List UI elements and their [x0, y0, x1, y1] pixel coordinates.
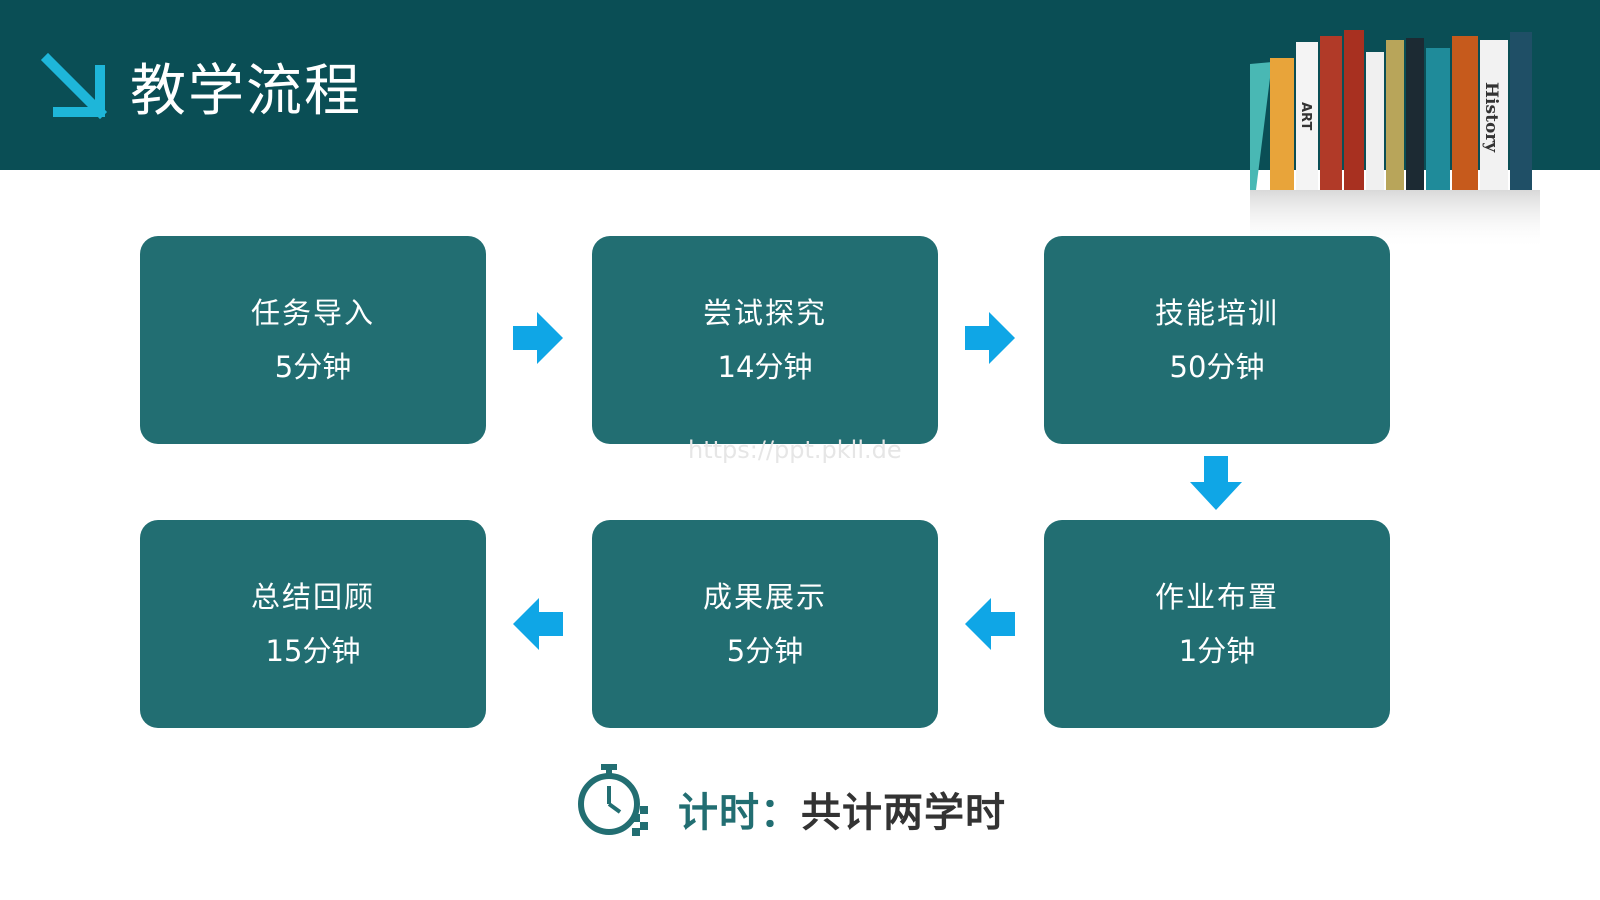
step-box-2: 尝试探究 14分钟: [592, 236, 938, 444]
watermark-text: https://ppt.pkll.de: [688, 436, 902, 464]
step-box-4: 作业布置 1分钟: [1044, 520, 1390, 728]
stopwatch-icon: [578, 764, 648, 836]
footer-summary: 计时：共计两学时: [678, 788, 1006, 838]
step-title: 成果展示: [702, 580, 827, 614]
book-label-art: ART: [1298, 102, 1313, 130]
bookshelf-illustration: ART History: [1250, 30, 1540, 250]
arrow-right-icon: [965, 312, 1015, 364]
step-time: 1分钟: [1178, 634, 1256, 668]
step-title: 尝试探究: [702, 296, 827, 330]
step-time: 50分钟: [1169, 350, 1265, 384]
step-time: 15分钟: [265, 634, 361, 668]
footer-value: 共计两学时: [801, 790, 1006, 836]
arrow-down-right-icon: [40, 52, 108, 120]
step-box-3: 技能培训 50分钟: [1044, 236, 1390, 444]
arrow-right-icon: [513, 312, 563, 364]
page-title: 教学流程: [130, 59, 362, 124]
arrow-down-icon: [1190, 456, 1242, 510]
step-box-5: 成果展示 5分钟: [592, 520, 938, 728]
step-box-6: 总结回顾 15分钟: [140, 520, 486, 728]
step-time: 14分钟: [717, 350, 813, 384]
step-time: 5分钟: [274, 350, 352, 384]
step-title: 技能培训: [1154, 296, 1279, 330]
book-label-history: History: [1481, 82, 1501, 153]
step-title: 任务导入: [250, 296, 375, 330]
step-title: 作业布置: [1154, 580, 1279, 614]
arrow-left-icon: [513, 598, 563, 650]
arrow-left-icon: [965, 598, 1015, 650]
step-title: 总结回顾: [250, 580, 375, 614]
footer-label: 计时：: [678, 790, 801, 836]
step-time: 5分钟: [726, 634, 804, 668]
step-box-1: 任务导入 5分钟: [140, 236, 486, 444]
